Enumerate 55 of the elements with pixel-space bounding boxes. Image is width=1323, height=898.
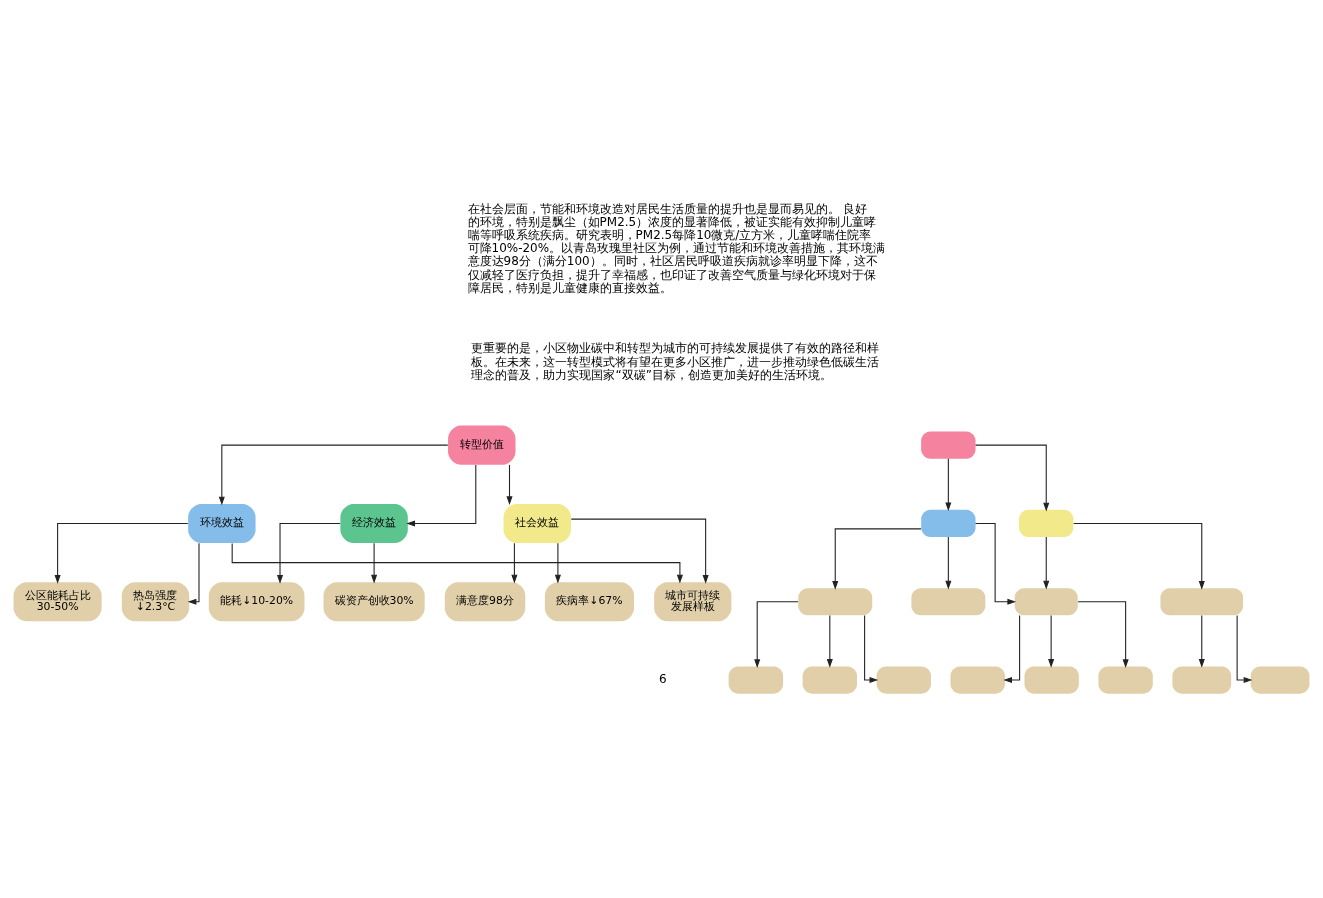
arrow: [570, 518, 709, 584]
node-box: 能耗↓10-20%: [208, 581, 305, 621]
arrow: [1043, 536, 1050, 589]
label: 更重要的是，小区物业碳中和转型为城市的可持续发展提供了有效的路径和样板。在未来，这一转型模式将有望在更多小区推广，进一步推动绿色低碳生活理念的普及，助力实现国家“双碳”目标，创造更加美好的生活环境。: [471, 340, 880, 382]
node-box: 满意度98分: [444, 581, 526, 621]
arrow: [832, 527, 922, 590]
node-box: 环境效益: [188, 503, 256, 543]
node-box: [728, 666, 784, 694]
arrow: [1236, 614, 1253, 683]
node-box: [1160, 587, 1244, 615]
node-box: 经济效益: [340, 503, 408, 543]
arrow: [371, 542, 378, 583]
node-box: 社会效益: [503, 503, 571, 543]
node-box: [1250, 666, 1310, 694]
node-box: [1019, 509, 1074, 537]
node-box: [921, 431, 976, 459]
arrow: [276, 522, 341, 584]
arrow: [218, 444, 449, 505]
arrow: [231, 542, 683, 583]
node-box: 转型价值: [448, 425, 516, 465]
arrow: [506, 463, 513, 505]
arrow: [406, 463, 477, 526]
label: 在社会层面，节能和环境改造对居民生活质量的提升也是显而易见的。 良好的环境，特别是飘尘（如PM2.5）浓度的显著降低，被证实能有效抑制儿童哮喘等呼吸系统疾病。研究表明，PM2.5每降10微克/立方米，儿童哮喘住院率可降10%-20%。以青岛玫瑰里社区为例，通过节能和环境改善措施，其环境满意度达98分（满分100）。同时，社区居民呼吸道疾病就诊率明显下降，这不仅减轻了医疗负担，提升了幸福感，也印证了改善空气质量与绿化环境对于保障居民，特别是儿童健康的直接效益。: [467, 201, 886, 295]
arrow: [1003, 614, 1021, 683]
node-box: 公区能耗占比 30-50%: [13, 581, 102, 621]
arrow: [975, 522, 1017, 605]
arrow: [754, 600, 799, 668]
arrow: [54, 522, 189, 584]
node-box: [1098, 666, 1153, 694]
arrow: [945, 536, 952, 589]
node-box: [921, 509, 976, 537]
node-box: 城市可持续发展样板: [654, 581, 732, 621]
arrow: [1073, 522, 1205, 590]
arrow: [1077, 600, 1129, 668]
node-box: [1172, 666, 1232, 694]
node-box: 疾病率↓67%: [544, 581, 635, 621]
arrow: [1198, 614, 1205, 668]
arrow: [945, 457, 952, 511]
arrow: [1048, 614, 1055, 668]
arrow: [826, 614, 833, 668]
arrow: [511, 542, 518, 583]
node-box: [1024, 666, 1079, 694]
arrow: [554, 542, 561, 583]
node-box: 热岛强度 ↓2.3°C: [121, 581, 190, 621]
node-box: 碳资产创收30%: [323, 581, 425, 621]
node-box: [802, 666, 857, 694]
node-box: [950, 666, 1005, 694]
node-box: [1014, 587, 1078, 615]
node-box: [798, 587, 873, 615]
arrow: [864, 614, 879, 683]
node-box: [911, 587, 986, 615]
arrow: [187, 542, 200, 605]
arrow: [975, 444, 1050, 511]
label: 6: [659, 671, 667, 686]
node-box: [876, 666, 931, 694]
